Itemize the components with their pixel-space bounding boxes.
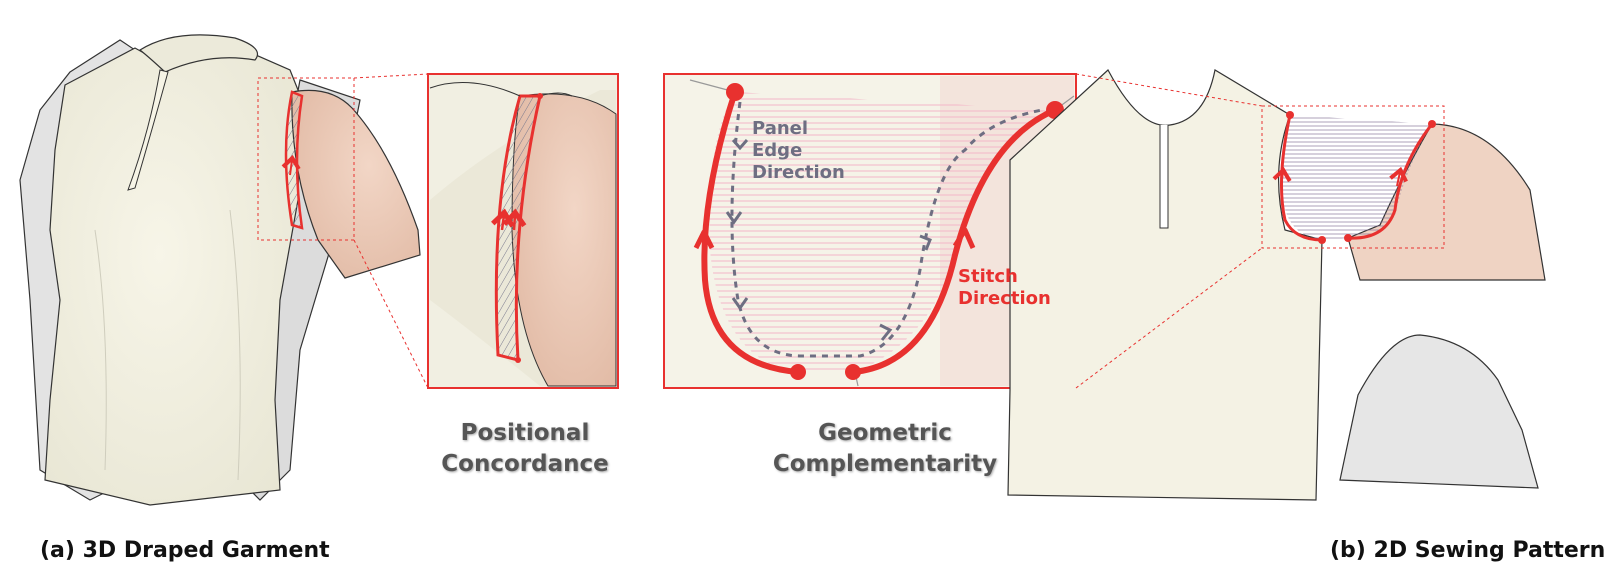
garment-torso [44,47,301,506]
zoom-region-2d [1261,105,1445,249]
geometric-complementarity-label: Geometric Complementarity [772,420,998,477]
caption-3d-draped-garment: (a) 3D Draped Garment [40,538,330,563]
pattern-front-bodice [1007,69,1323,501]
stitch-curve-right [850,107,1058,375]
sewing-pattern-2d [1007,69,1546,501]
panel-edge-direction-curve [730,101,1043,358]
panel-edge-direction-label: Panel Edge Direction [752,118,845,183]
garment-collar [138,34,259,73]
stitch-correspondence-region [709,92,1055,374]
draped-garment-3d [19,34,429,506]
garment-placket [127,69,169,191]
stitch-direction-label: Stitch Direction [958,266,1051,309]
pattern-sleeve-lining [1339,334,1539,489]
positional-concordance-label: Positional Concordance [441,420,609,477]
caption-2d-sewing-pattern: (b) 2D Sewing Pattern [1330,538,1606,563]
inset-positional [427,73,619,389]
stitch-curve-left [701,89,801,375]
zoom-region-3d [257,77,355,241]
